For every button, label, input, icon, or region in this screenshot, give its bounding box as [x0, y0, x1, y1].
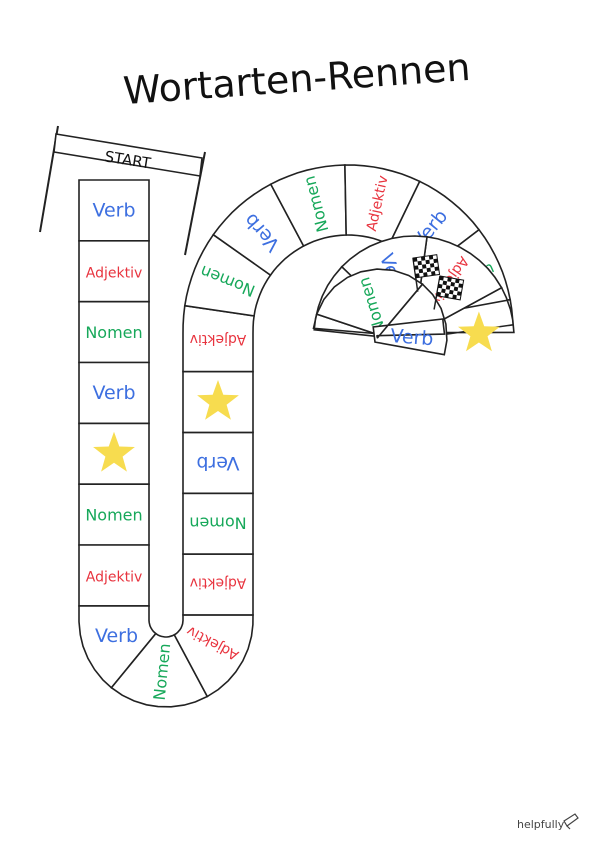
verb-label: Verb [92, 199, 135, 221]
board-cell-15: Adjektiv [182, 304, 255, 373]
board-cell-18: Nomen [269, 164, 348, 248]
board-cell-8: Verb [78, 605, 157, 689]
checkered-flags-icon [412, 254, 441, 292]
adjektiv-label: Adjektiv [86, 570, 143, 586]
board-cell-1: Verb [78, 179, 150, 242]
board-path: VerbAdjektivNomenVerbNomenAdjektivVerbNo… [78, 164, 515, 708]
board-cell-27: Verb [372, 283, 448, 356]
verb-label: Verb [390, 325, 435, 350]
banner-pole-right [184, 151, 206, 256]
board-cell-16: Nomen [183, 233, 272, 317]
star-icon [197, 380, 239, 420]
nomen-label: Nomen [85, 323, 142, 342]
board-cell-4: Verb [78, 361, 150, 425]
board-cell-11: Adjektiv [182, 553, 254, 616]
verb-label: Verb [92, 382, 135, 404]
checkered-flags-icon [433, 275, 465, 310]
star-icon [93, 431, 135, 472]
cell-outline [372, 283, 448, 356]
board-cell-13: Verb [182, 431, 254, 495]
finish-area [412, 254, 465, 310]
nomen-label: Nomen [85, 506, 142, 525]
page-title: Wortarten-Rennen [122, 45, 472, 113]
board-cell-3: Nomen [78, 300, 150, 364]
brand-label: helpfully [517, 818, 565, 831]
helpfully-logo-icon [563, 813, 579, 830]
board-cell-7: Adjektiv [78, 544, 150, 607]
star-icon [458, 311, 500, 352]
board-cell-17: Verb [212, 183, 305, 277]
board-cell-12: Nomen [182, 492, 254, 555]
verb-label: Verb [196, 452, 239, 474]
board-cell-2: Adjektiv [78, 240, 150, 303]
board-cell-5 [78, 422, 150, 486]
adjektiv-label: Adjektiv [190, 331, 247, 347]
board-cell-14 [182, 370, 254, 434]
adjektiv-label: Adjektiv [86, 265, 143, 281]
board-cell-6: Nomen [78, 483, 150, 546]
board-cell-19: Adjektiv [344, 164, 421, 246]
adjektiv-label: Adjektiv [190, 575, 247, 591]
start-banner: START [39, 125, 206, 256]
nomen-label: Nomen [189, 514, 246, 533]
board-cell-10: Adjektiv [173, 614, 254, 698]
verb-label: Verb [95, 625, 138, 647]
start-banner-icon [53, 133, 203, 177]
